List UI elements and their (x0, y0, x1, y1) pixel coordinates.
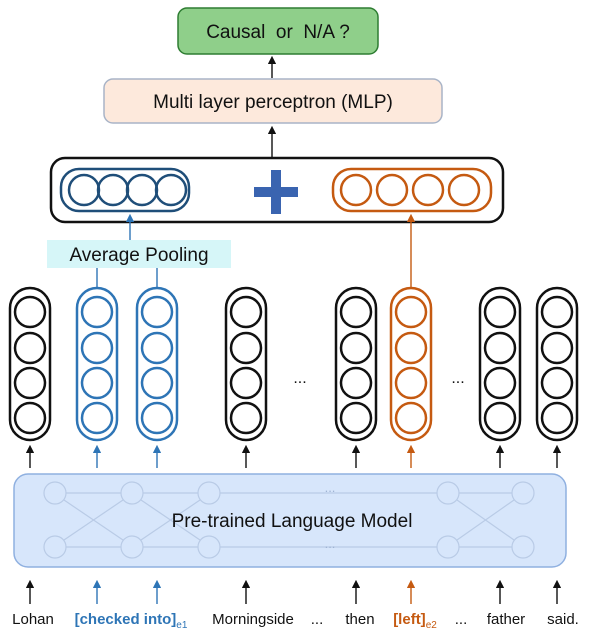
token-then: then (345, 611, 374, 628)
token-said: said. (547, 611, 579, 628)
plus-icon (254, 170, 298, 214)
plm-label: Pre-trained Language Model (172, 511, 413, 532)
arrows-words-to-plm (25, 579, 562, 604)
output-label: Causal or N/A ? (206, 22, 350, 43)
mlp-box: Multi layer perceptron (MLP) (103, 78, 443, 124)
token-left-text: [left] (393, 611, 426, 628)
token-stack-then (334, 286, 378, 442)
token-father: father (487, 611, 525, 628)
e1-vector-cells (67, 173, 188, 207)
e2-vector-cells (339, 173, 481, 207)
token-stack-checked (75, 286, 119, 442)
token-morningside: Morningside (212, 611, 294, 628)
token-lohan: Lohan (12, 611, 54, 628)
token-checked-into-sub: e1 (176, 620, 188, 631)
token-checked-into: [checked into]e1 (75, 611, 188, 631)
token-checked-into-text: [checked into] (75, 611, 177, 628)
input-tokens: Lohan [checked into]e1 Morningside ... t… (12, 611, 579, 631)
e2-vector (331, 167, 493, 213)
plm-box: ... ... Pre-trained Language Model (13, 473, 567, 568)
plm-ellipsis-top: ... (325, 480, 336, 495)
mlp-label: Multi layer perceptron (MLP) (153, 92, 393, 113)
ellipsis-words-1: ... (311, 611, 324, 628)
ellipsis-words-2: ... (455, 611, 468, 628)
plm-ellipsis-bottom: ... (325, 536, 336, 551)
ellipsis-stacks-2: ... (451, 370, 464, 387)
output-box: Causal or N/A ? (177, 7, 379, 55)
token-stack-morningside (224, 286, 268, 442)
average-pooling-label: Average Pooling (47, 240, 231, 268)
token-stack-said (535, 286, 579, 442)
average-pooling-text: Average Pooling (69, 245, 208, 266)
concat-box (49, 156, 505, 224)
ellipsis-stacks-1: ... (293, 370, 306, 387)
token-stack-lohan (8, 286, 52, 442)
plm-network (43, 481, 535, 559)
token-stack-father (478, 286, 522, 442)
token-stack-left (389, 286, 433, 442)
e1-vector (59, 167, 191, 213)
arrows-plm-to-stacks (25, 444, 562, 468)
token-stack-into (135, 286, 179, 442)
token-left-sub: e2 (426, 620, 438, 631)
token-left: [left]e2 (393, 611, 437, 631)
